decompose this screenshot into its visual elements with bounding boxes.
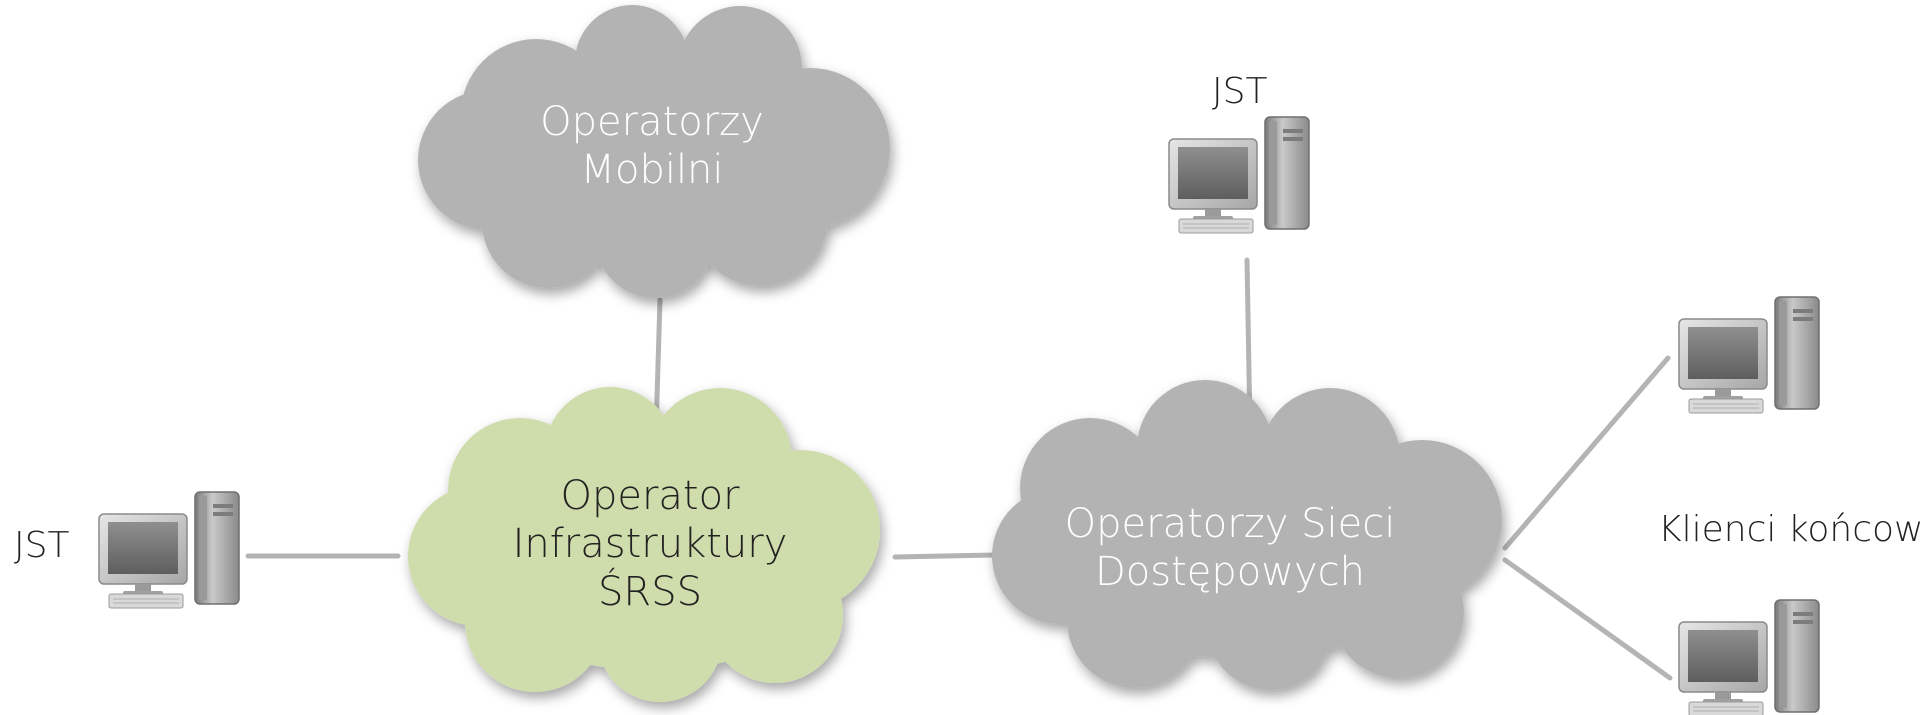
cloud-label-infrastructure-line1: Operator <box>560 473 740 519</box>
cloud-access-network-operators <box>992 380 1502 690</box>
label-jst-top: JST <box>1212 71 1268 112</box>
link-access-client-top <box>1502 355 1671 551</box>
label-end-clients: Klienci końcowi <box>1658 509 1927 550</box>
computer-icon-jst-top <box>1168 116 1310 234</box>
computer-icon-client-bottom <box>1678 599 1820 715</box>
cloud-label-infrastructure-line3: ŚRSS <box>598 569 702 615</box>
cloud-label-infrastructure: Operator Infrastruktury ŚRSS <box>480 472 820 616</box>
link-infrastructure-access <box>892 552 998 560</box>
cloud-label-infrastructure-line2: Infrastruktury <box>512 521 788 567</box>
computer-icon-jst-left <box>98 491 240 609</box>
cloud-label-mobile-line2: Mobilni <box>580 147 724 193</box>
label-jst-left: JST <box>14 525 70 566</box>
cloud-label-mobile: Operatorzy Mobilni <box>502 98 802 194</box>
cloud-label-access-line1: Operatorzy Sieci <box>1064 501 1396 547</box>
cloud-label-mobile-line1: Operatorzy <box>540 99 764 145</box>
computer-icon-client-top <box>1678 296 1820 414</box>
cloud-infrastructure-operator <box>408 387 880 702</box>
cloud-label-access: Operatorzy Sieci Dostępowych <box>1050 500 1410 596</box>
cloud-label-access-line2: Dostępowych <box>1095 549 1365 595</box>
link-access-client-bottom <box>1502 557 1673 681</box>
cloud-operators-mobile <box>418 5 890 298</box>
